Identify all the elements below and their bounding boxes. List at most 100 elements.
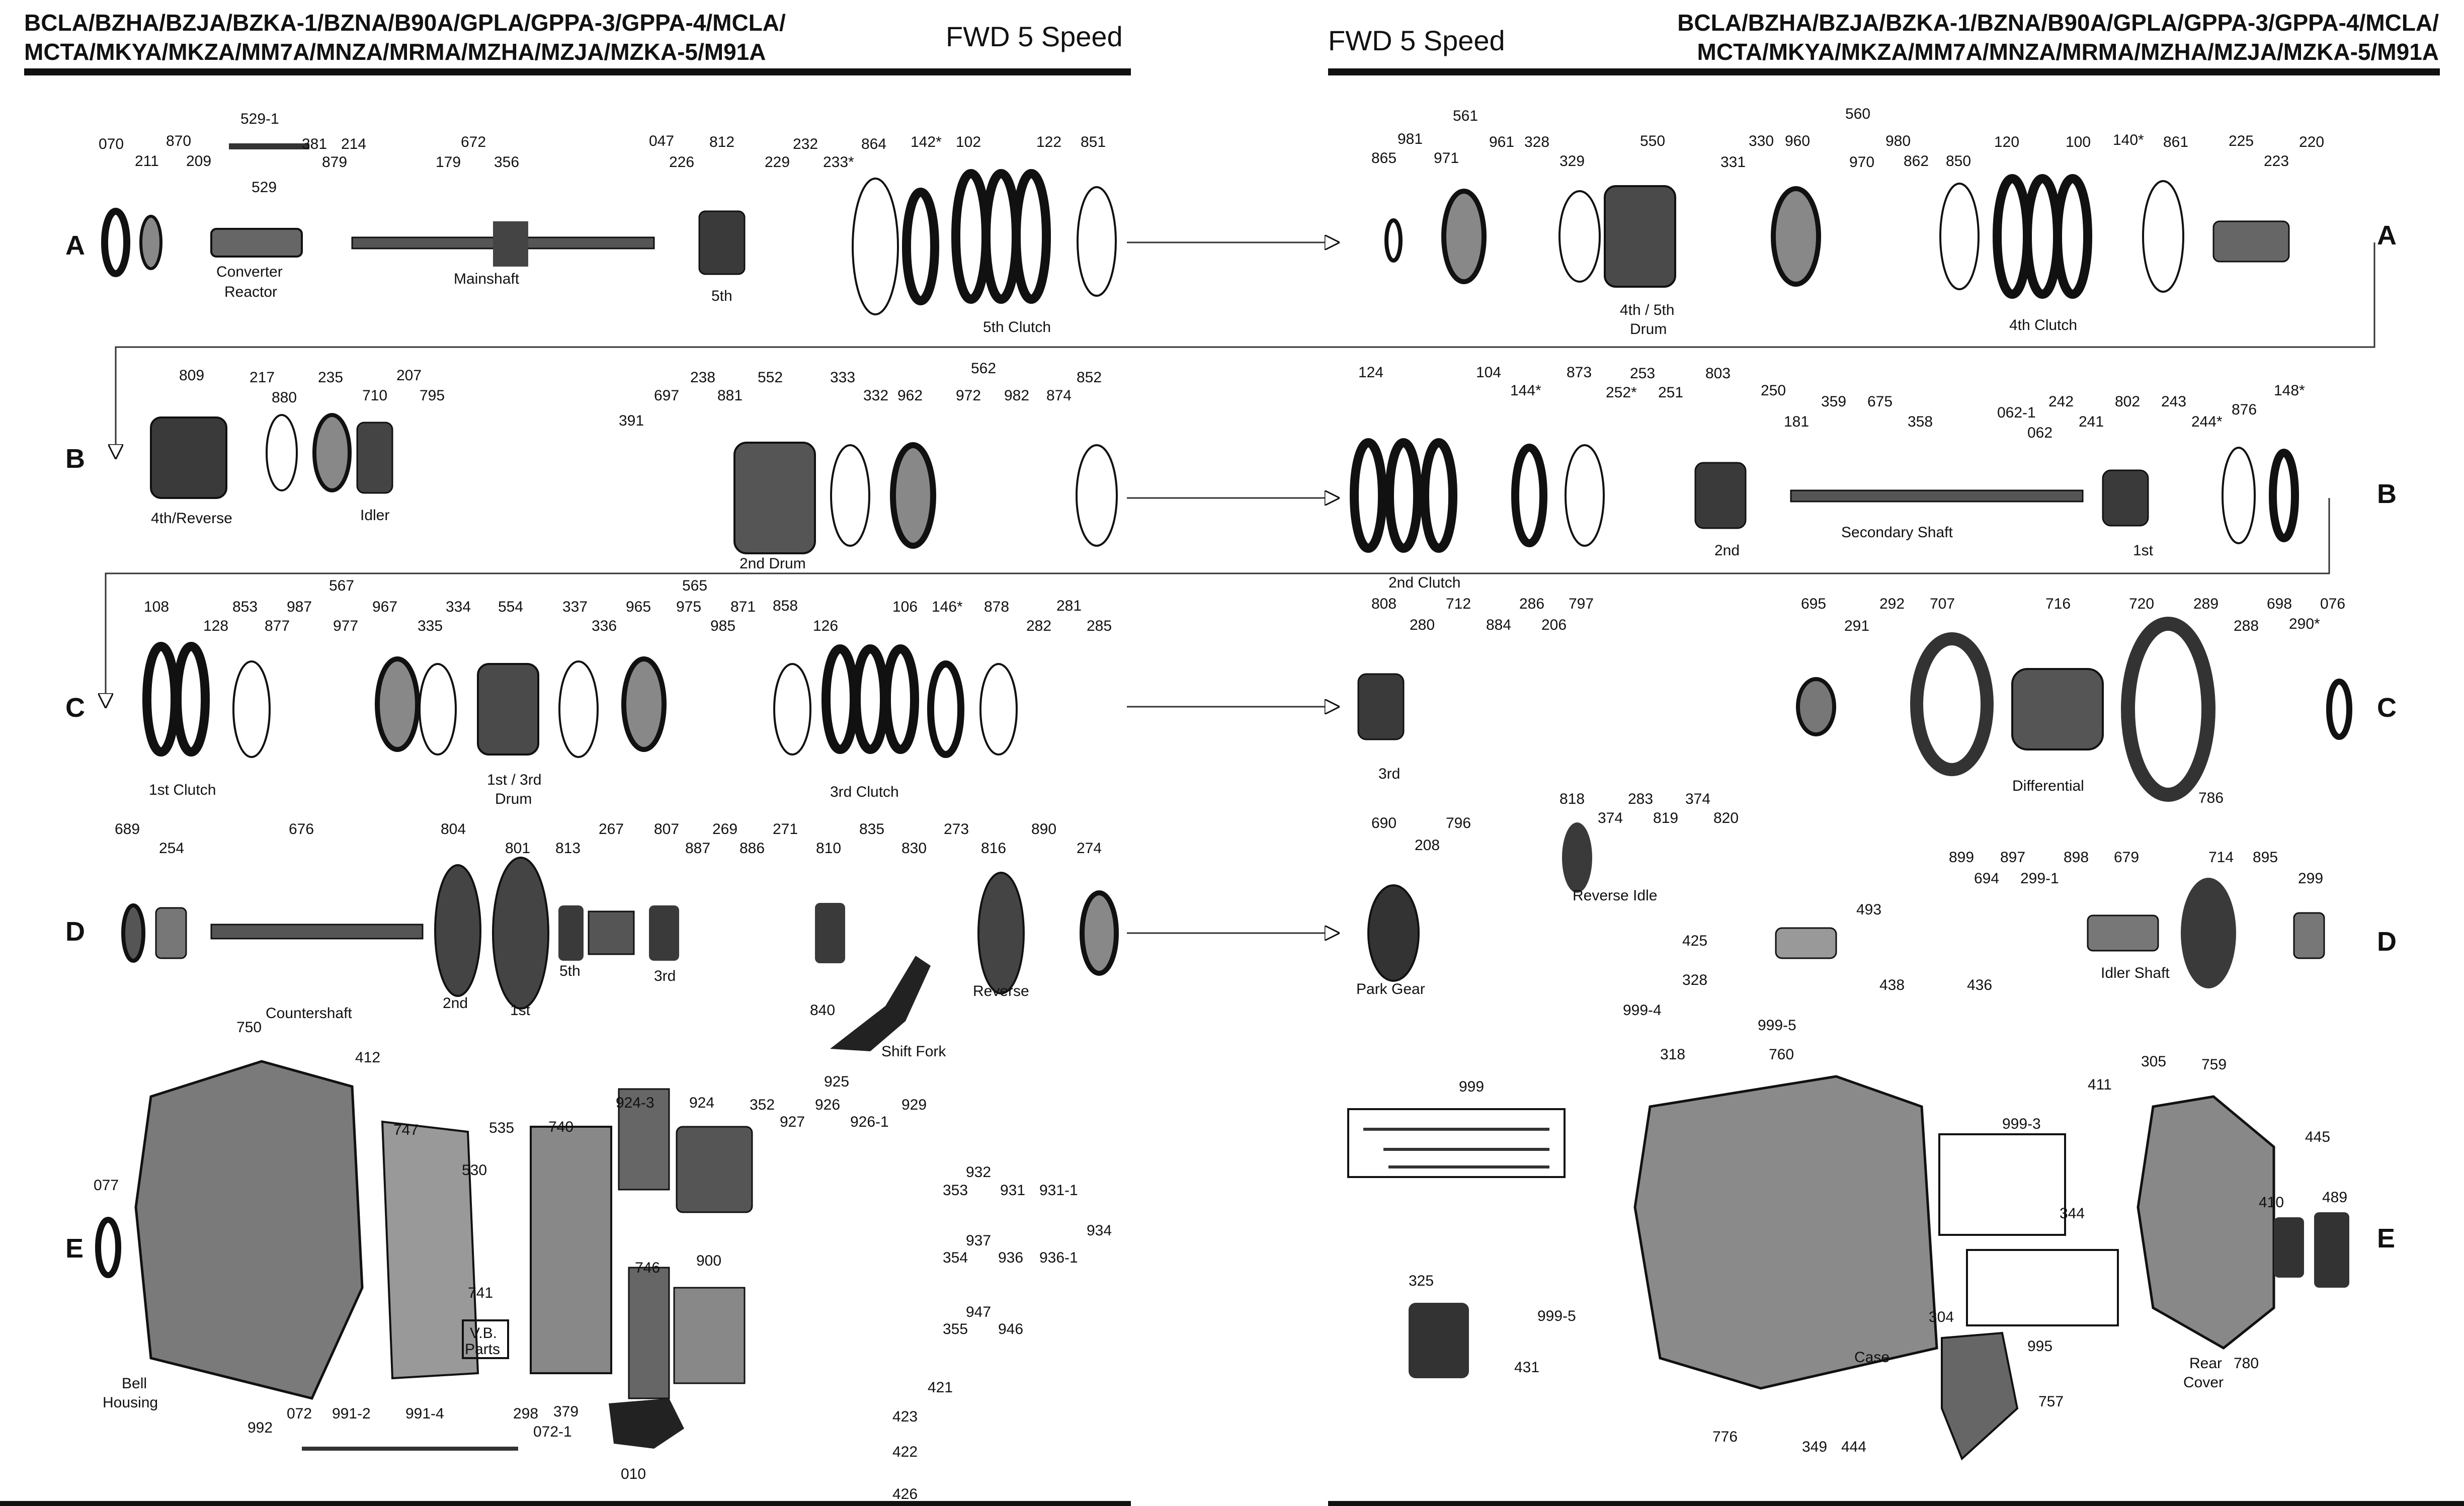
- part-label: 971: [1434, 150, 1459, 166]
- row-letters: A A B B C C D D E E: [65, 220, 2397, 1264]
- caption-idler: Idler: [360, 507, 389, 524]
- clutch-plate: [2053, 174, 2092, 299]
- part-label: 562: [971, 360, 996, 377]
- part-label: 937: [966, 1232, 991, 1249]
- flow-lines: [106, 242, 2375, 933]
- part-label: 965: [626, 599, 651, 615]
- part-label: 802: [2115, 393, 2140, 410]
- seal-ring: [1565, 444, 1605, 547]
- part-label: 816: [981, 840, 1006, 857]
- caption-rear-line1: Rear: [2189, 1355, 2222, 1372]
- part-label: 330: [1749, 133, 1774, 149]
- solenoid-part: [1775, 927, 1837, 959]
- part-label: 251: [1658, 384, 1683, 401]
- part-label: 298: [513, 1405, 538, 1422]
- caption-5th-clutch: 5th Clutch: [983, 319, 1051, 336]
- part-label: 305: [2141, 1053, 2166, 1070]
- seal-ring: [830, 444, 870, 547]
- part-label: 679: [2114, 849, 2139, 866]
- seal-ring: [1939, 183, 1980, 290]
- part-label: 981: [1398, 131, 1423, 147]
- part-label: 865: [1371, 150, 1397, 166]
- part-label: 853: [232, 599, 258, 615]
- case-part: [1633, 1075, 1938, 1390]
- gear-5th-d: [558, 905, 584, 961]
- caption-vb-line1: V.B.: [470, 1325, 497, 1342]
- part-label: 898: [2064, 849, 2089, 866]
- part-label: 786: [2198, 790, 2224, 806]
- part-label: 410: [2259, 1194, 2284, 1211]
- flow-line-b-c: [106, 498, 2330, 707]
- part-label: 801: [505, 840, 530, 857]
- caption-countershaft: Countershaft: [266, 1005, 352, 1022]
- seal-ring: [979, 663, 1018, 756]
- piston-part: [1771, 186, 1821, 287]
- caption-2nd-d: 2nd: [443, 995, 468, 1012]
- park-gear-part: [1367, 884, 1420, 982]
- part-label: 861: [2163, 134, 2188, 150]
- gear-714: [2181, 878, 2236, 988]
- part-label: 108: [144, 599, 169, 615]
- part-label: 991-4: [405, 1405, 444, 1422]
- final-drive-gear: [2121, 617, 2215, 802]
- part-label: 493: [1856, 901, 1881, 918]
- part-label: 947: [966, 1304, 991, 1320]
- seal-ring: [419, 663, 457, 756]
- part-label: 946: [998, 1321, 1023, 1337]
- caption-case: Case: [1854, 1349, 1890, 1366]
- part-label: 328: [1524, 134, 1549, 150]
- part-label: 444: [1841, 1439, 1866, 1455]
- part-label: 995: [2027, 1338, 2052, 1355]
- part-label: 750: [236, 1019, 262, 1036]
- part-label: 980: [1885, 133, 1911, 149]
- vb-parts-box: [462, 1319, 509, 1359]
- part-label: 412: [355, 1049, 380, 1066]
- idler-shaft-part: [2087, 914, 2159, 952]
- part-label: 250: [1761, 382, 1786, 399]
- mainshaft-hub: [493, 221, 528, 267]
- part-label: 960: [1785, 133, 1810, 149]
- part-label: 880: [272, 389, 297, 406]
- part-label: 757: [2038, 1393, 2064, 1410]
- piston-part: [375, 656, 420, 752]
- differential-part: [2011, 668, 2104, 750]
- clutch-plate: [822, 644, 859, 754]
- part-label: 690: [1371, 815, 1397, 831]
- shaft-part: [2212, 220, 2290, 263]
- part-label: 877: [265, 618, 290, 634]
- part-label: 431: [1514, 1359, 1539, 1376]
- plate-746: [628, 1267, 670, 1399]
- part-label: 106: [892, 599, 918, 615]
- part-label: 242: [2048, 393, 2074, 410]
- synchro-part: [815, 903, 845, 963]
- part-label: 760: [1769, 1046, 1794, 1063]
- part-label: 254: [159, 840, 184, 857]
- part-label: 062-1: [1997, 404, 2036, 421]
- part-label: 812: [709, 134, 734, 150]
- part-label: 104: [1476, 364, 1501, 381]
- caption-2nd: 2nd: [1714, 542, 1740, 559]
- part-label: 873: [1567, 364, 1592, 381]
- caption-shift-fork: Shift Fork: [881, 1043, 946, 1060]
- part-label: 864: [861, 136, 886, 152]
- part-label: 565: [682, 577, 707, 594]
- right-models-line1: BCLA/BZHA/BZJA/BZKA-1/BZNA/B90A/GPLA/GPP…: [1677, 10, 2439, 36]
- caption-mainshaft: Mainshaft: [454, 271, 520, 287]
- caption-differential: Differential: [2012, 778, 2084, 794]
- part-label: 886: [740, 840, 765, 857]
- part-label: 333: [830, 369, 855, 386]
- caption-bell-line2: Housing: [103, 1394, 158, 1411]
- caption-4th-reverse: 4th/Reverse: [151, 510, 232, 527]
- part-label: 926-1: [850, 1114, 889, 1130]
- seal-part: [95, 1217, 121, 1278]
- part-label: 887: [685, 840, 710, 857]
- part-label: 932: [966, 1164, 991, 1181]
- caption-2nd-drum: 2nd Drum: [740, 555, 806, 572]
- clutch-plate: [927, 660, 964, 758]
- part-label: 267: [599, 821, 624, 838]
- part-label: 862: [1904, 153, 1929, 170]
- part-label: 747: [393, 1122, 419, 1138]
- part-label: 100: [2066, 134, 2091, 150]
- part-label: 819: [1653, 810, 1678, 826]
- caption-45-drum-line1: 4th / 5th: [1620, 302, 1674, 318]
